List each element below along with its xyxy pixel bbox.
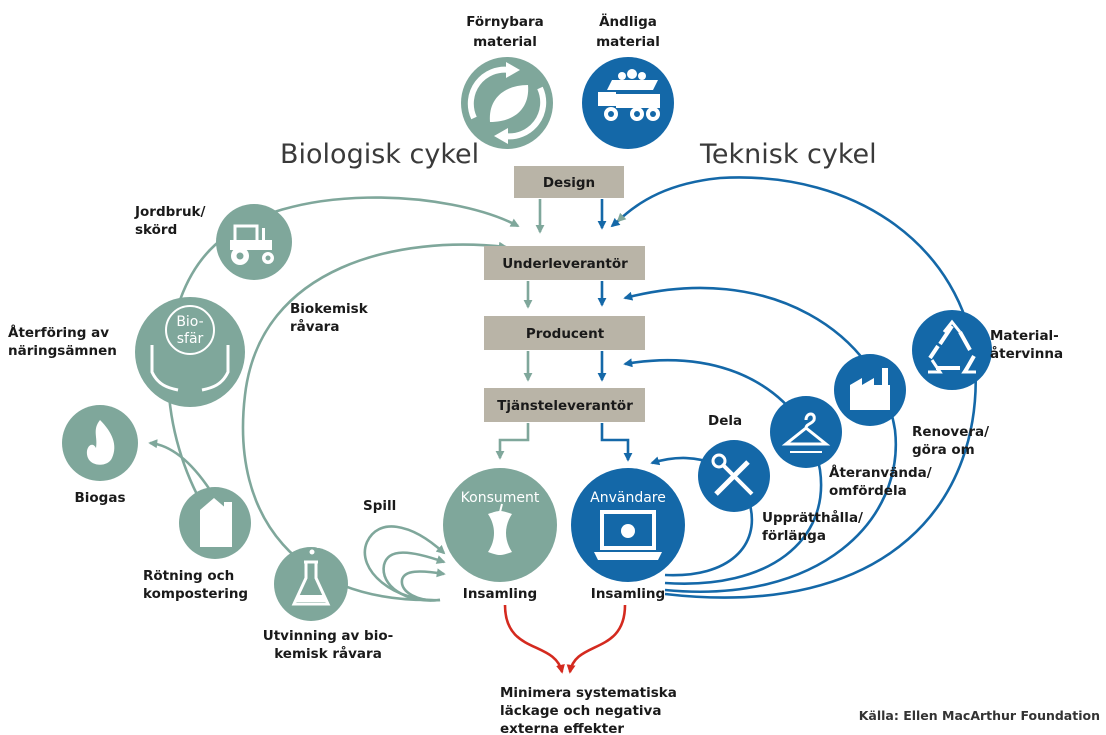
flame-icon (62, 405, 138, 481)
spill-label: Spill (363, 498, 396, 514)
design-box (514, 166, 624, 198)
extraction-label-2: kemisk råvara (274, 645, 382, 662)
recycle-icon (912, 310, 992, 390)
supplier-label: Underleverantör (502, 256, 628, 272)
biological-cycle-title: Biologisk cykel (280, 139, 479, 170)
tech-outer-arrowhead-fix (610, 217, 621, 228)
spill-arc-2 (382, 551, 446, 602)
consumer-collection-label: Insamling (463, 586, 537, 602)
reuse-label-1: Återanvända/ (829, 464, 932, 481)
service-to-consumer (495, 423, 530, 460)
apple-core-icon (488, 503, 512, 555)
recycle-leaf-icon (461, 57, 553, 149)
leakage-label-2: läckage och negativa (500, 703, 661, 719)
leakage-label-3: externa effekter (500, 721, 624, 735)
farming-label-2: skörd (135, 222, 177, 238)
digestion-label-1: Rötning och (143, 568, 234, 584)
recycle-label-2: återvinna (990, 345, 1063, 362)
maintain-label-2: förlänga (762, 528, 826, 544)
feedstock-label-1: Biokemisk (290, 301, 369, 317)
nutrient-return-label-2: näringsämnen (8, 343, 117, 359)
technical-cycle-title: Teknisk cykel (699, 139, 877, 170)
supplier-box (484, 246, 645, 280)
finite-label-1: Ändliga (599, 13, 657, 30)
producer-box (484, 316, 645, 350)
consumer-node: Konsument (443, 468, 557, 582)
bio-outer-loop (166, 196, 520, 526)
leakage-label-1: Minimera systematiska (500, 685, 677, 701)
recycle-label-1: Material- (990, 328, 1059, 344)
finite-label-2: material (596, 34, 660, 50)
hands-icon (150, 345, 230, 392)
farming-label-1: Jordbruk/ (134, 204, 206, 220)
flask-icon (274, 544, 348, 621)
service-to-user (600, 423, 633, 462)
service-provider-box (484, 388, 645, 422)
feedstock-label-2: råvara (290, 318, 339, 335)
design-label: Design (543, 175, 595, 191)
nutrient-return-label-1: Återföring av (8, 324, 109, 341)
biosphere-label-2: sfär (177, 331, 204, 347)
producer-label: Producent (526, 326, 605, 342)
refurbish-label-2: göra om (912, 442, 975, 458)
leak-right (566, 604, 627, 674)
factory-icon (834, 354, 906, 426)
user-node: Användare (571, 468, 685, 582)
maintain-label-1: Upprätthålla/ (762, 509, 863, 526)
silo-icon (179, 487, 251, 559)
leakage-flows (503, 604, 627, 674)
extraction-label-1: Utvinning av bio- (263, 628, 393, 644)
source-credit: Källa: Ellen MacArthur Foundation (859, 708, 1100, 723)
consumer-label: Konsument (461, 490, 540, 506)
biosphere-node: Bio- sfär (135, 297, 245, 407)
digestion-label-2: kompostering (143, 586, 248, 602)
user-collection-label: Insamling (591, 586, 665, 602)
reuse-label-2: omfördela (829, 483, 907, 499)
tech-loop-refurbish (623, 286, 898, 593)
biosphere-label-1: Bio- (176, 314, 203, 330)
refurbish-label-1: Renovera/ (912, 424, 989, 440)
service-provider-label: Tjänsteleverantör (497, 398, 633, 414)
biogas-label: Biogas (74, 490, 125, 506)
tools-icon (698, 440, 770, 512)
renewable-label-2: material (473, 34, 537, 50)
spill-arc-3 (400, 568, 446, 602)
hanger-icon (770, 396, 842, 468)
user-label: Användare (590, 490, 666, 506)
laptop-icon (594, 510, 662, 560)
value-chain: Design Underleverantör Producent Tjänste… (484, 166, 645, 422)
leak-left (503, 604, 565, 674)
renewable-label-1: Förnybara (466, 14, 544, 30)
tech-loop-reuse (623, 358, 823, 585)
tractor-icon (216, 204, 292, 280)
dump-truck-icon (582, 57, 674, 149)
tech-loop-recycle (616, 176, 978, 599)
biogas-arrow (148, 439, 212, 491)
share-label: Dela (708, 413, 742, 429)
